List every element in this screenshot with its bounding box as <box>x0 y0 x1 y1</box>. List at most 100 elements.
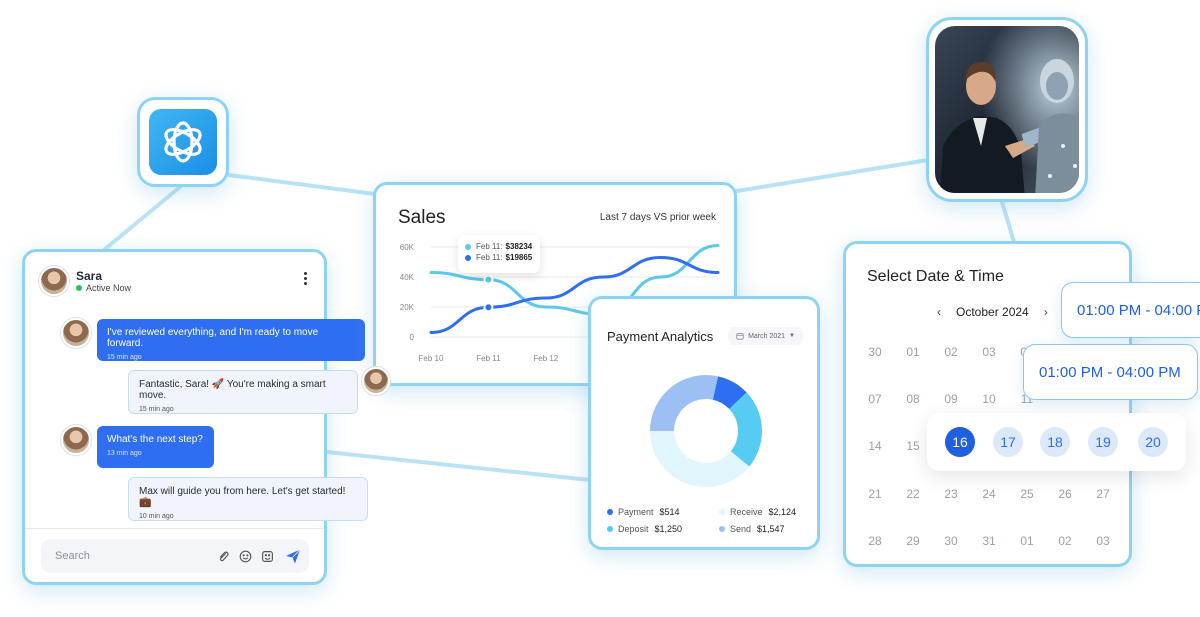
tooltip-label: Feb 11: <box>476 253 503 262</box>
calendar-day[interactable]: 29 <box>906 534 920 548</box>
calendar-day[interactable]: 03 <box>1096 534 1110 548</box>
status-text: Active Now <box>86 283 132 293</box>
legend-dot-icon <box>607 509 613 515</box>
calendar-day[interactable]: 21 <box>868 487 882 501</box>
legend-label: Payment <box>618 507 654 517</box>
search-input[interactable] <box>53 549 209 563</box>
ai-logo-icon <box>149 109 217 175</box>
message-avatar <box>61 425 91 455</box>
legend-dot-icon <box>719 509 725 515</box>
message-text: What's the next step? <box>107 434 203 445</box>
sara-avatar[interactable] <box>39 266 69 296</box>
x-tick-label: Feb 12 <box>533 354 558 363</box>
calendar-day[interactable]: 10 <box>982 392 996 406</box>
calendar-day[interactable]: 02 <box>944 345 958 359</box>
message-time: 15 min ago <box>107 354 142 361</box>
chat-user-name: Sara <box>76 269 103 283</box>
max-avatar[interactable] <box>362 367 390 395</box>
payment-title: Payment Analytics <box>607 329 714 344</box>
y-tick-label: 0 <box>410 333 415 342</box>
calendar-day[interactable]: 09 <box>944 392 958 406</box>
legend-item-deposit: Deposit $1,250 <box>607 524 682 534</box>
message-bubble: I've reviewed everything, and I'm ready … <box>97 319 365 361</box>
time-slot-pill[interactable]: 01:00 PM - 04:00 PM <box>1023 344 1198 400</box>
payment-analytics-card: Payment Analytics March 2021 ▼ Payment $… <box>588 296 820 550</box>
tooltip-label: Feb 11: <box>476 242 503 251</box>
y-tick-label: 20K <box>400 303 415 312</box>
calendar-day[interactable]: 07 <box>868 392 882 406</box>
legend-dot-icon <box>719 526 725 532</box>
calendar-day[interactable]: 24 <box>982 487 996 501</box>
chat-header: Sara Active Now <box>39 266 131 296</box>
more-options-icon[interactable] <box>304 270 308 287</box>
available-day[interactable]: 20 <box>1138 427 1168 457</box>
legend-label: Send <box>730 524 752 534</box>
send-icon[interactable] <box>285 548 301 564</box>
message-time: 10 min ago <box>139 513 174 520</box>
legend-item-payment: Payment $514 <box>607 507 680 517</box>
sales-period-label[interactable]: Last 7 days VS prior week <box>599 212 716 223</box>
calendar-day[interactable]: 22 <box>906 487 920 501</box>
message-text: Max will guide you from here. Let's get … <box>139 486 346 508</box>
calendar-day[interactable]: 08 <box>906 392 920 406</box>
calendar-day[interactable]: 03 <box>982 345 996 359</box>
series-dot-icon <box>465 243 471 250</box>
tooltip-row: Feb 11: $19865 <box>465 253 533 262</box>
calendar-day[interactable]: 23 <box>944 487 958 501</box>
calendar-day[interactable]: 30 <box>944 534 958 548</box>
message-bubble: Fantastic, Sara! 🚀 You're making a smart… <box>128 370 358 414</box>
calendar-day[interactable]: 25 <box>1020 487 1034 501</box>
available-day[interactable]: 19 <box>1088 427 1118 457</box>
time-slot-pill[interactable]: 01:00 PM - 04:00 PM <box>1061 282 1200 338</box>
available-day[interactable]: 18 <box>1040 427 1070 457</box>
legend-item-send: Send $1,547 <box>719 524 785 534</box>
chat-divider <box>25 528 324 529</box>
calendar-day[interactable]: 14 <box>868 439 882 453</box>
chevron-down-icon: ▼ <box>789 333 795 339</box>
available-day[interactable]: 17 <box>993 427 1023 457</box>
legend-item-receive: Receive $2,124 <box>719 507 796 517</box>
calendar-day[interactable]: 01 <box>906 345 920 359</box>
emoji-icon[interactable] <box>237 548 253 564</box>
time-slot-label: 01:00 PM - 04:00 PM <box>1077 301 1200 319</box>
selected-day[interactable]: 16 <box>945 427 975 457</box>
chevron-right-icon[interactable]: › <box>1043 305 1048 319</box>
calendar-title: Select Date & Time <box>867 268 1004 285</box>
calendar-day[interactable]: 15 <box>906 439 920 453</box>
data-point <box>483 274 494 285</box>
series-line <box>429 255 720 334</box>
attachment-icon[interactable] <box>215 548 231 564</box>
legend-value: $514 <box>659 507 680 517</box>
chevron-left-icon[interactable]: ‹ <box>937 305 941 319</box>
donut-slice-send <box>650 375 719 431</box>
message-bubble: Max will guide you from here. Let's get … <box>128 477 368 521</box>
message-time: 13 min ago <box>107 450 142 457</box>
sales-tooltip: Feb 11: $38234 Feb 11: $19865 <box>458 235 540 273</box>
chat-status: Active Now <box>76 283 131 293</box>
series-dot-icon <box>465 254 471 261</box>
period-select[interactable]: March 2021 ▼ <box>728 327 803 345</box>
message-time: 15 min ago <box>139 406 174 413</box>
image-icon[interactable] <box>259 548 275 564</box>
message-text: Fantastic, Sara! 🚀 You're making a smart… <box>139 379 326 401</box>
chat-search-bar <box>41 539 309 573</box>
businessman-robot-image <box>935 26 1079 193</box>
data-point <box>483 302 494 313</box>
calendar-day[interactable]: 28 <box>868 534 882 548</box>
donut-slice-payment <box>712 376 747 409</box>
calendar-day[interactable]: 01 <box>1020 534 1034 548</box>
calendar-day[interactable]: 31 <box>982 534 996 548</box>
message-avatar <box>61 318 91 348</box>
calendar-day[interactable]: 02 <box>1058 534 1072 548</box>
message-text: I've reviewed everything, and I'm ready … <box>107 327 319 349</box>
calendar-day[interactable]: 27 <box>1096 487 1110 501</box>
calendar-icon <box>736 333 744 340</box>
calendar-day[interactable]: 30 <box>868 345 882 359</box>
donut-slice-deposit <box>729 392 762 467</box>
calendar-day[interactable]: 26 <box>1058 487 1072 501</box>
donut-slice-receive <box>650 431 750 487</box>
sales-title: Sales <box>398 207 446 228</box>
legend-value: $1,547 <box>757 524 785 534</box>
